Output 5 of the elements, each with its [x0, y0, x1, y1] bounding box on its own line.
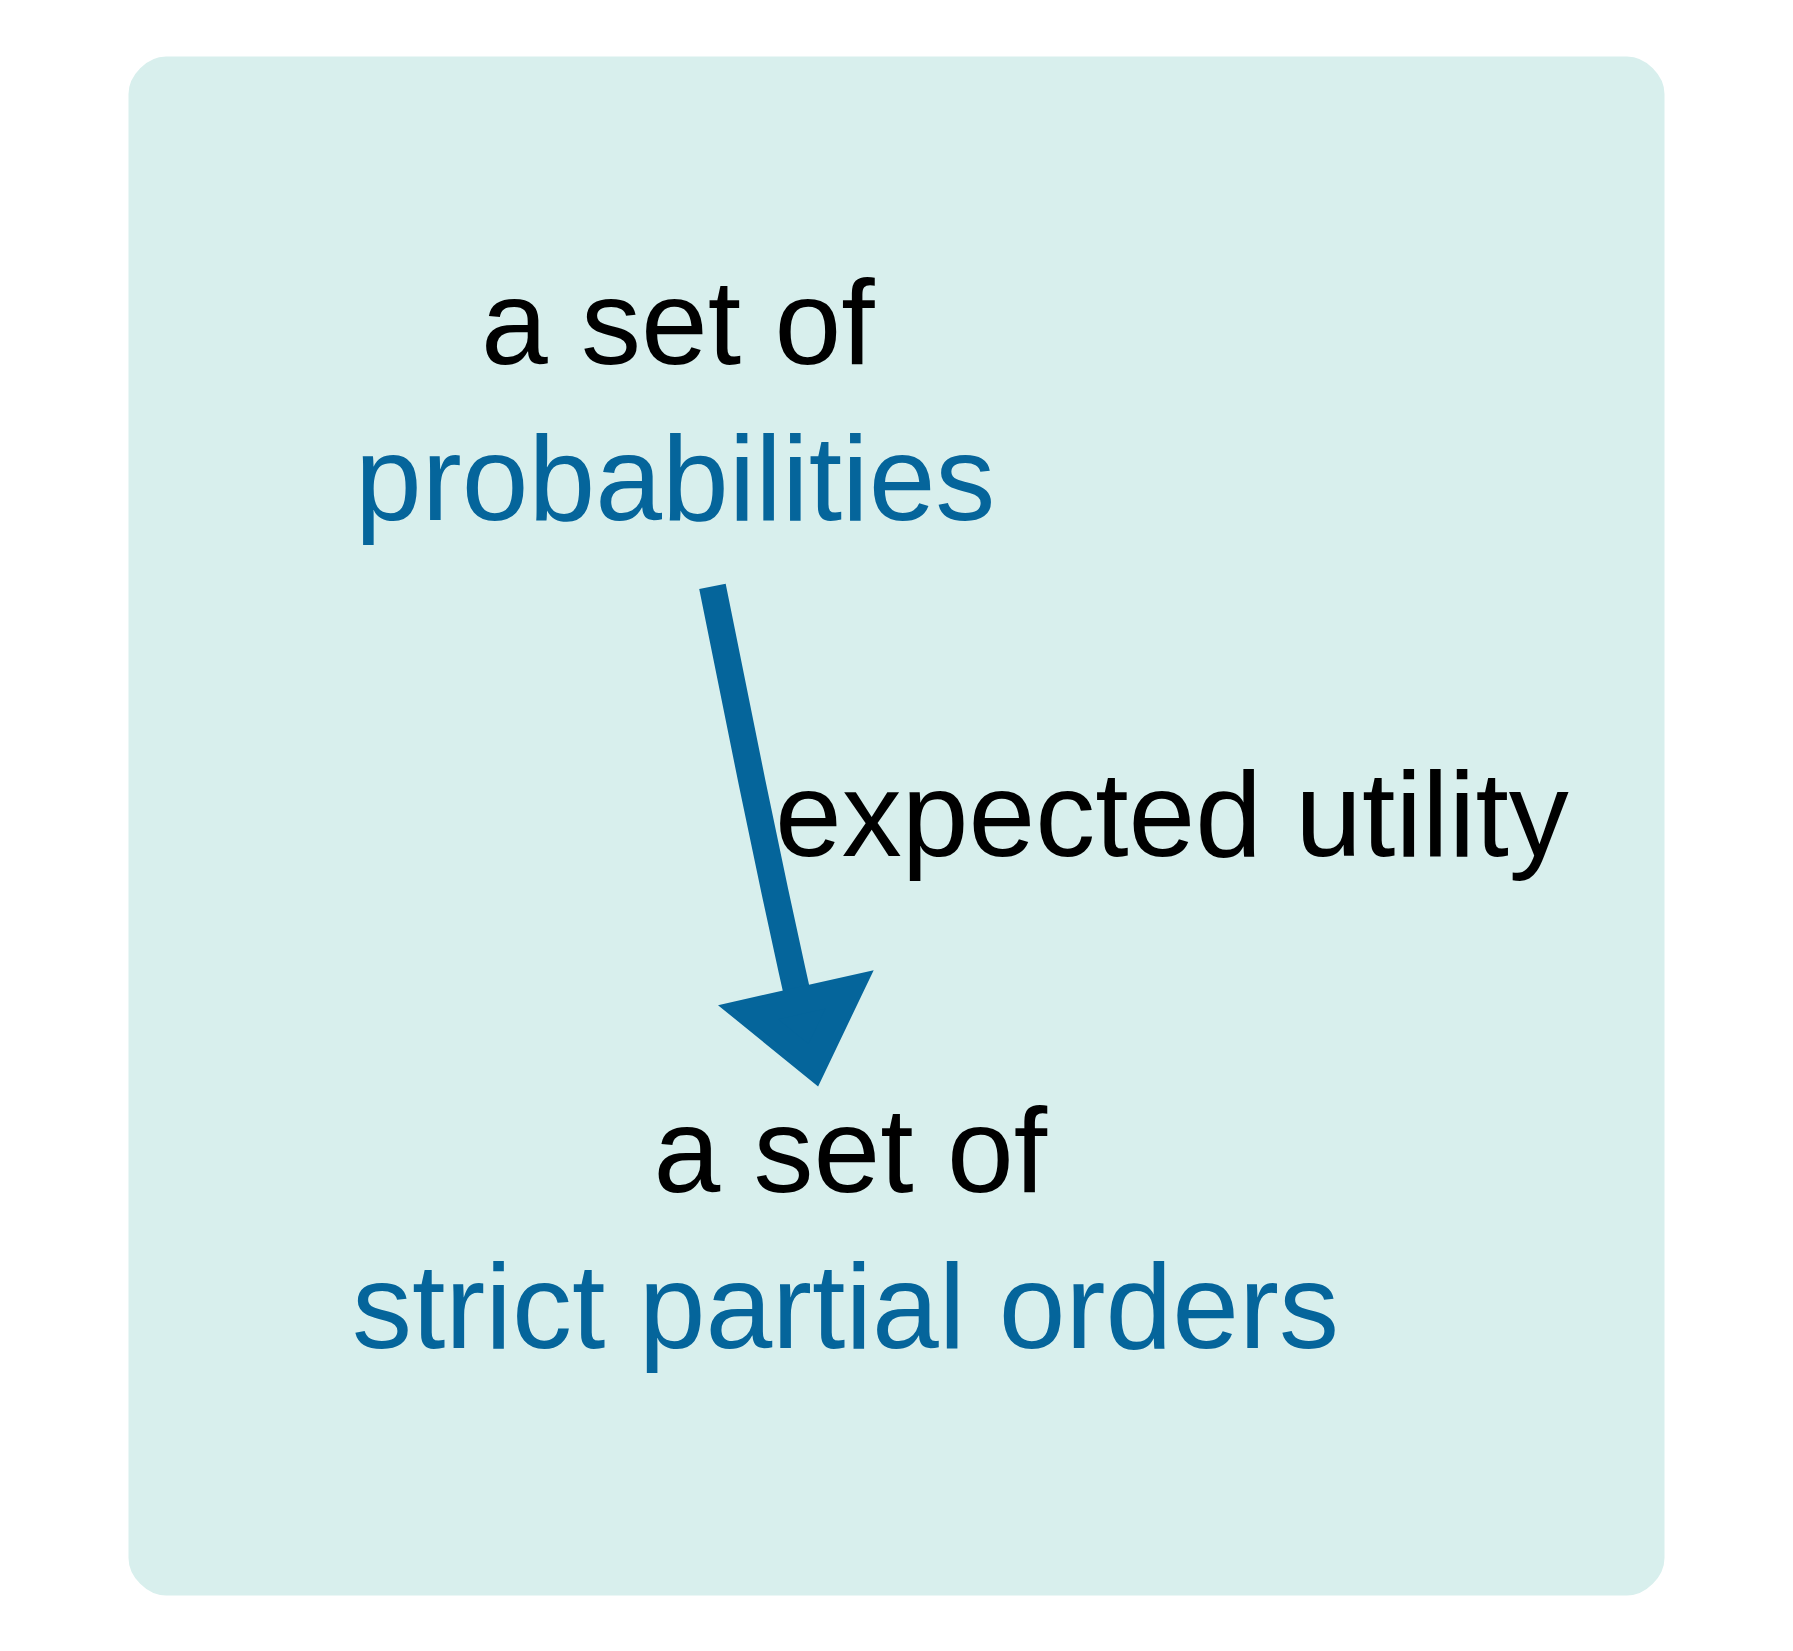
edge-label: expected utility [775, 746, 1569, 881]
arrow [699, 583, 874, 1086]
cluster [128, 56, 1665, 1595]
node-text: a set of strict partial orders [352, 1082, 1339, 1373]
node-text: a set of probabilities [355, 254, 996, 545]
